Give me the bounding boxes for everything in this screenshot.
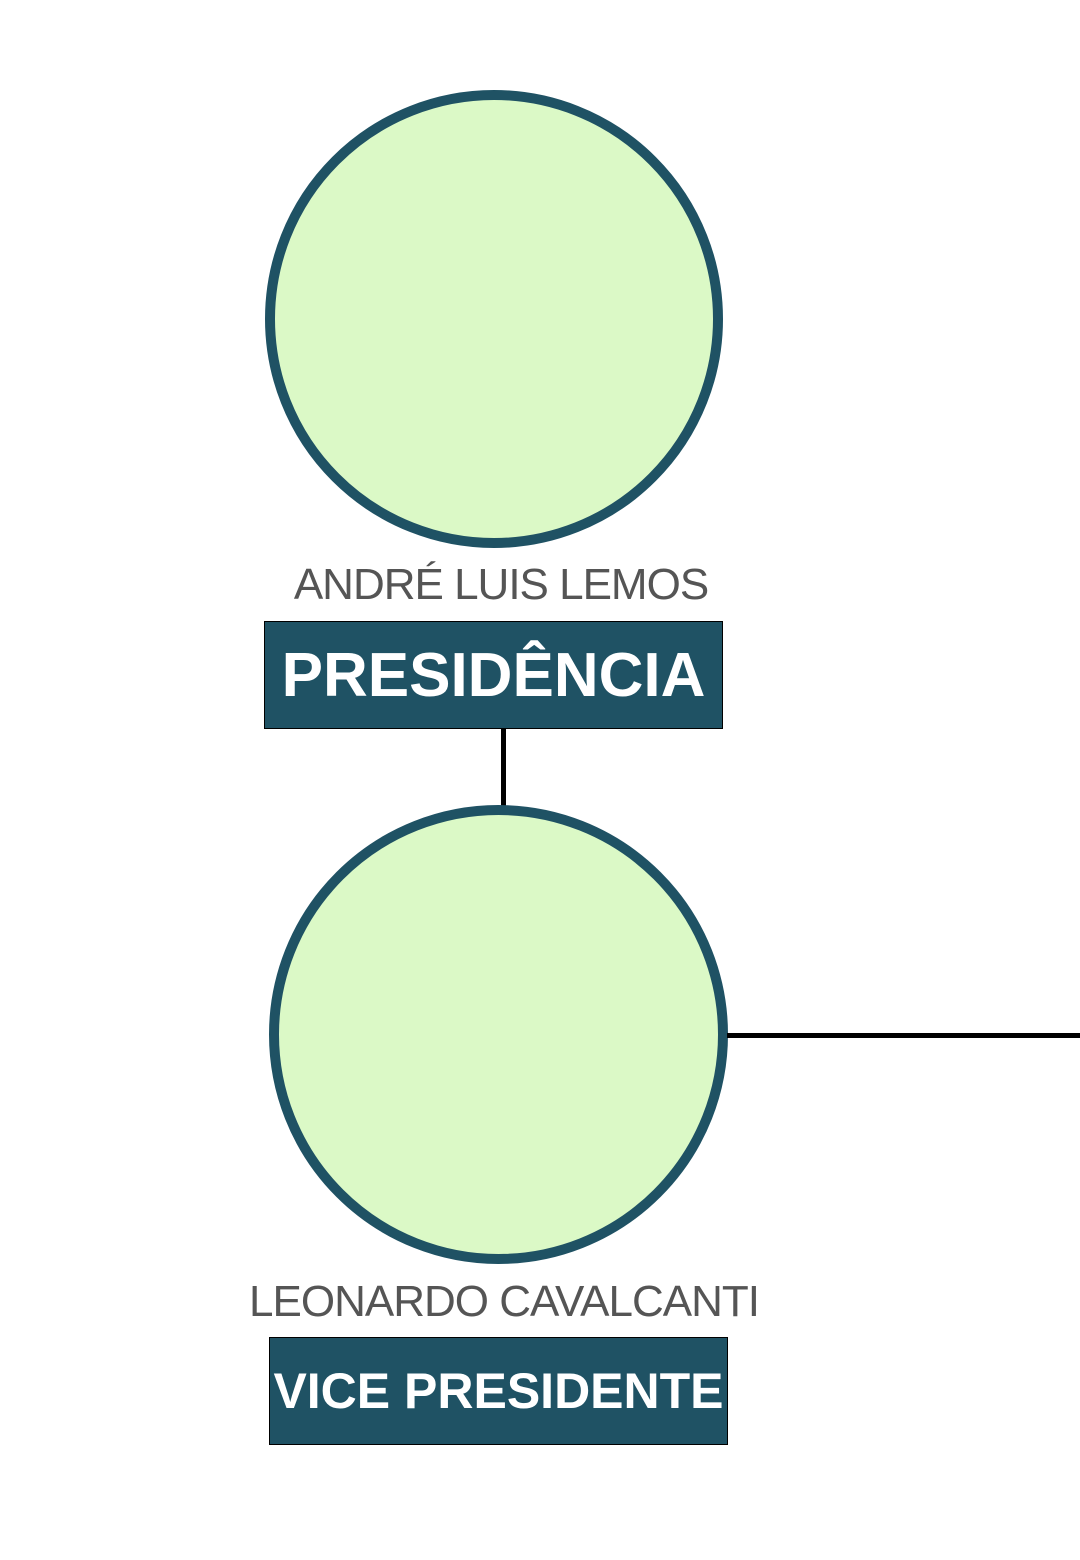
president-role-label: PRESIDÊNCIA xyxy=(264,621,723,729)
president-name: ANDRÉ LUIS LEMOS xyxy=(293,560,709,609)
photo-placeholder-president xyxy=(265,90,723,548)
photo-placeholder-vice-president xyxy=(269,805,728,1264)
connector-vertical xyxy=(501,728,506,808)
connector-horizontal xyxy=(727,1033,1080,1038)
vice-president-role-label: VICE PRESIDENTE xyxy=(269,1337,728,1445)
vice-president-name: LEONARDO CAVALCANTI xyxy=(249,1277,760,1326)
